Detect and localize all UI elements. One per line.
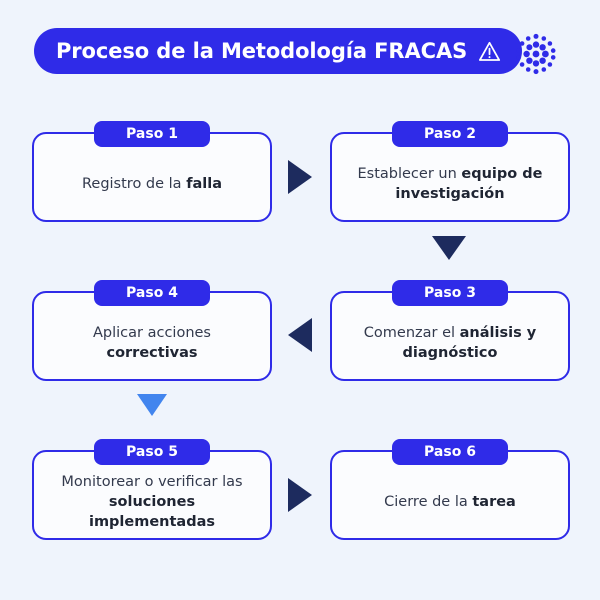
step-text-2-normal: Establecer un [357, 165, 462, 182]
step-text-5-normal: Monitorear o verificar las [61, 473, 243, 490]
radial-dot-pattern-icon [513, 31, 559, 77]
step-text-6-normal: Cierre de la [384, 493, 473, 510]
page-title: Proceso de la Metodología FRACAS [56, 38, 468, 63]
page-title-pill: Proceso de la Metodología FRACAS [34, 28, 523, 74]
arrow-step3-to-step4 [288, 318, 312, 352]
step-text-3: Comenzar el análisis y diagnóstico [332, 306, 568, 379]
step-card-1[interactable]: Paso 1 Registro de la falla [32, 121, 272, 222]
step-badge-3: Paso 3 [392, 280, 508, 306]
step-text-3-normal: Comenzar el [363, 324, 460, 341]
arrow-step5-to-step6 [288, 478, 312, 512]
arrow-step1-to-step2 [288, 160, 312, 194]
step-text-1: Registro de la falla [34, 147, 270, 220]
step-text-6-bold: tarea [472, 493, 516, 510]
step-text-4: Aplicar acciones correctivas [34, 306, 270, 379]
step-badge-2: Paso 2 [392, 121, 508, 147]
step-text-2: Establecer un equipo de investigación [332, 147, 568, 220]
step-badge-6: Paso 6 [392, 439, 508, 465]
step-badge-5: Paso 5 [94, 439, 210, 465]
step-card-2[interactable]: Paso 2 Establecer un equipo de investiga… [330, 121, 570, 222]
step-card-5[interactable]: Paso 5 Monitorear o verificar las soluci… [32, 439, 272, 540]
arrow-step4-to-step5 [137, 394, 167, 416]
step-badge-4: Paso 4 [94, 280, 210, 306]
step-text-5-bold: soluciones implementadas [88, 493, 216, 530]
step-text-2-bold: equipo de investigación [395, 165, 543, 202]
step-card-4[interactable]: Paso 4 Aplicar acciones correctivas [32, 280, 272, 381]
step-text-4-normal: Aplicar acciones [92, 324, 211, 341]
step-text-3-bold: análisis y diagnóstico [402, 324, 537, 361]
step-badge-1: Paso 1 [94, 121, 210, 147]
step-card-3[interactable]: Paso 3 Comenzar el análisis y diagnóstic… [330, 280, 570, 381]
arrow-step2-to-step3 [432, 236, 466, 260]
step-text-4-bold: correctivas [106, 344, 198, 361]
step-text-1-normal: Registro de la [81, 175, 187, 192]
step-text-6: Cierre de la tarea [332, 465, 568, 538]
step-card-6[interactable]: Paso 6 Cierre de la tarea [330, 439, 570, 540]
header: Proceso de la Metodología FRACAS [0, 0, 600, 104]
step-text-1-bold: falla [186, 175, 223, 192]
step-text-5: Monitorear o verificar las soluciones im… [34, 465, 270, 538]
warning-triangle-icon [477, 39, 502, 64]
